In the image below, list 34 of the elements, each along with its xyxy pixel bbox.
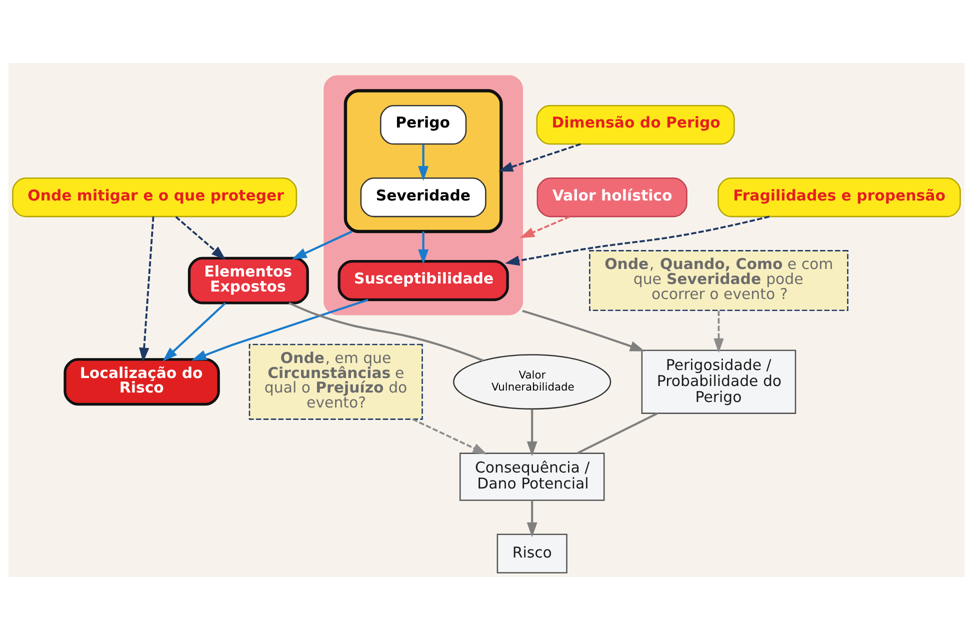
node-ellipse: Valor Vulnerabilidade: [452, 354, 612, 410]
node-box: Severidade: [360, 177, 486, 217]
node-box: Onde, em que Circunstâncias e qual o Prejuízo do evento?: [248, 343, 423, 420]
connector: [288, 302, 484, 362]
arrow: [520, 215, 570, 238]
arrow: [292, 230, 352, 259]
arrow: [139, 216, 154, 362]
node-box: Localização do Risco: [64, 358, 220, 406]
arrow: [504, 215, 770, 266]
arrow: [191, 298, 368, 360]
arrow: [175, 216, 226, 260]
arrow: [498, 142, 581, 172]
node-box: Elementos Expostos: [188, 256, 309, 304]
arrow: [526, 500, 538, 537]
node-box: Susceptibilidade: [338, 260, 509, 301]
arrow: [418, 231, 429, 264]
node-box: Dimensão do Perigo: [536, 104, 735, 144]
node-box: Perigosidade / Probabilidade do Perigo: [641, 349, 796, 414]
node-box: Perigo: [380, 104, 467, 144]
arrow: [522, 309, 645, 351]
cluster: [324, 74, 524, 315]
connector: [576, 412, 658, 454]
arrow: [418, 144, 429, 180]
cluster: [344, 88, 503, 233]
node-box: Risco: [496, 533, 568, 573]
node-box: Fragilidades e propensão: [718, 177, 961, 217]
arrow: [526, 408, 538, 456]
node-box: Onde, Quando, Como e com que Severidade pode ocorrer o evento ?: [589, 250, 848, 311]
arrow: [162, 302, 226, 361]
node-box: Consequência / Dano Potencial: [459, 452, 605, 500]
arrow: [714, 310, 724, 352]
node-box: Onde mitigar e o que proteger: [12, 177, 298, 217]
arrow: [412, 418, 488, 454]
node-box: Valor holístico: [536, 177, 688, 217]
